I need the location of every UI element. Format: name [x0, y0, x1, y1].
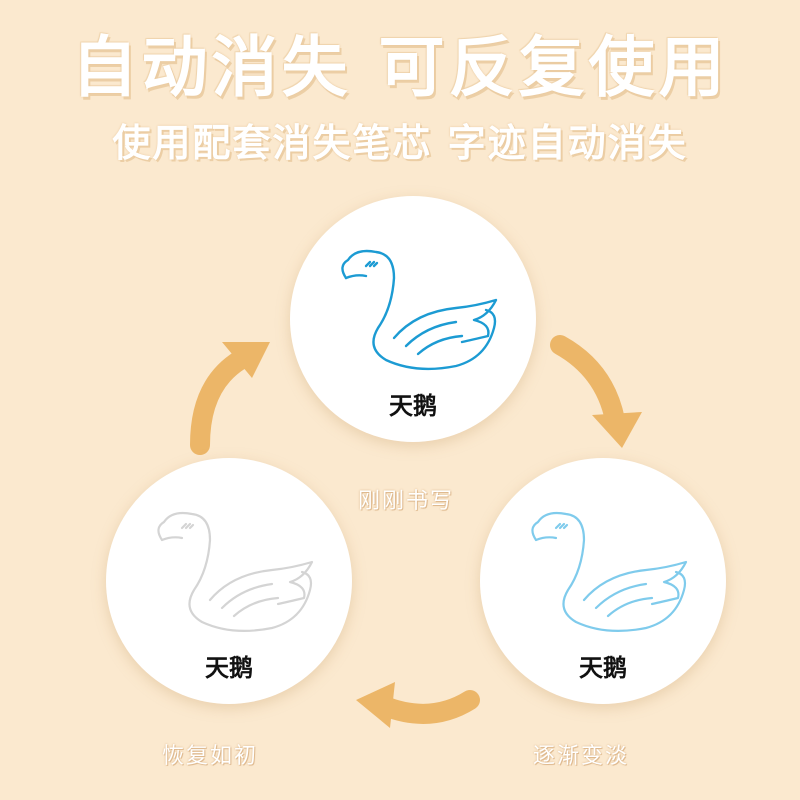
- swan-label: 天鹅: [579, 654, 627, 682]
- swan-drawing-icon: [341, 249, 498, 371]
- subline: 使用配套消失笔芯 字迹自动消失: [112, 121, 688, 165]
- swan-label: 天鹅: [389, 392, 437, 420]
- cycle-arrow-head: [592, 412, 642, 448]
- cycle-arrow-icon: [190, 350, 250, 455]
- swan-drawing-icon: [531, 511, 688, 632]
- cycle-arrow-head: [222, 342, 270, 378]
- swan-circle-cleared: 天鹅: [106, 458, 352, 704]
- swan-label: 天鹅: [205, 654, 253, 682]
- swan-drawing-icon: [157, 511, 314, 632]
- cycle-arrow-head: [356, 682, 395, 728]
- cycle-arrow-icon: [372, 690, 480, 724]
- swan-circle-fading: 天鹅: [480, 458, 726, 704]
- stage-label-restored: 恢复如初: [162, 744, 259, 769]
- stage-label-fading: 逐渐变淡: [533, 744, 630, 769]
- stage-label-fresh: 刚刚书写: [358, 489, 455, 514]
- cycle-arrow-icon: [550, 335, 625, 430]
- headline: 自动消失 可反复使用: [71, 29, 729, 106]
- swan-circle-fresh: 天鹅: [290, 196, 536, 442]
